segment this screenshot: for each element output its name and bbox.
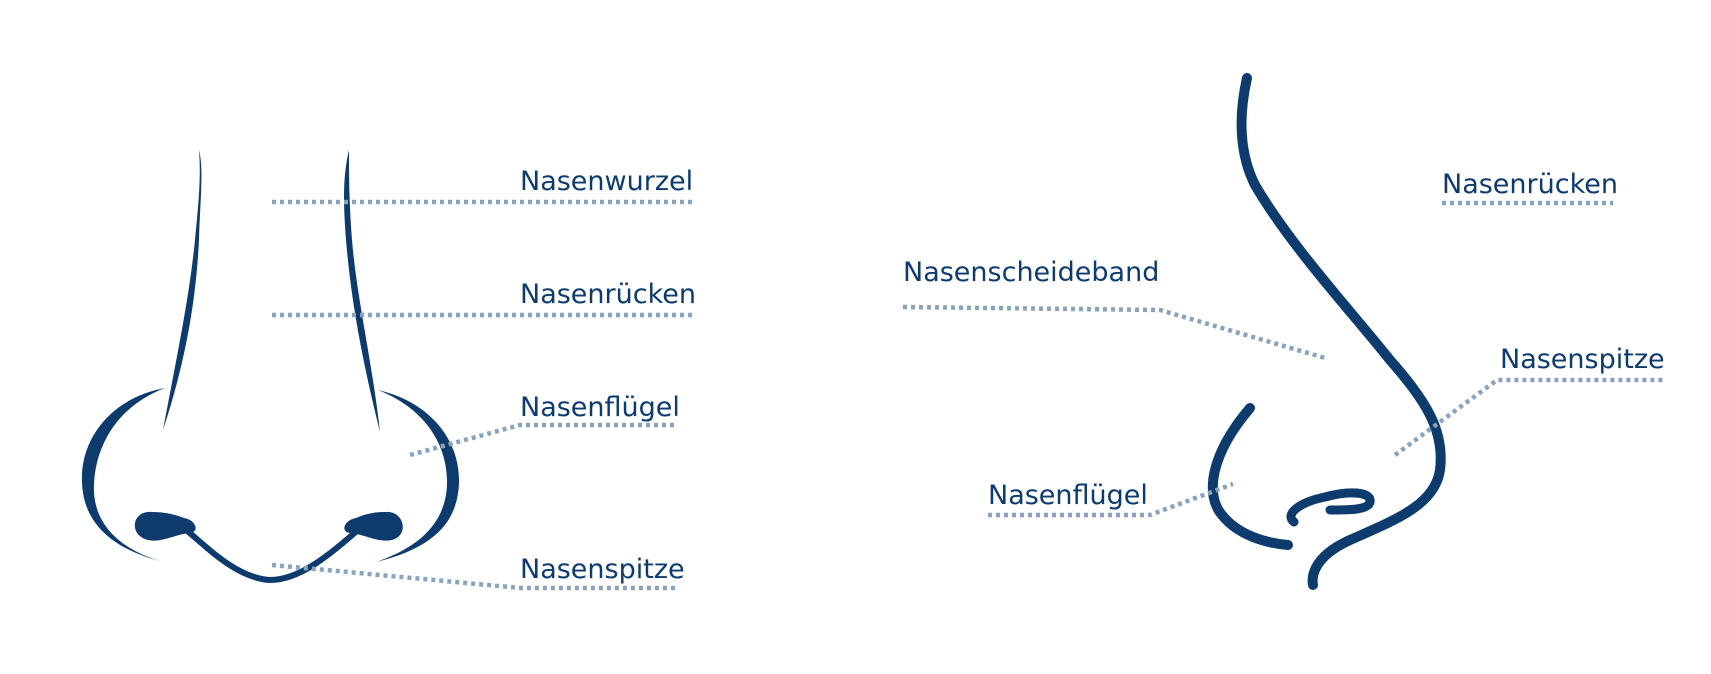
front-nostril-left — [134, 511, 196, 541]
label-front-bridge: Nasenrücken — [520, 279, 696, 310]
leader-side-septum — [902, 304, 1326, 361]
front-wing-left-outline — [81, 388, 165, 562]
side-view-leaders — [902, 200, 1663, 518]
side-profile-outline — [1236, 73, 1446, 590]
label-front-root: Nasenwurzel — [520, 166, 693, 197]
front-bridge-right-outline — [344, 150, 380, 432]
front-wing-right-outline — [376, 390, 460, 562]
label-side-wing: Nasenflügel — [988, 480, 1148, 511]
front-view-nose — [81, 150, 460, 583]
front-view-labels: Nasenwurzel Nasenrücken Nasenflügel Nase… — [520, 166, 696, 585]
leader-front-tip — [271, 562, 675, 591]
leader-side-wing — [988, 481, 1234, 518]
label-front-tip: Nasenspitze — [520, 554, 685, 585]
label-front-wing: Nasenflügel — [520, 392, 680, 423]
side-view-nose — [1207, 73, 1446, 590]
side-wing-outline — [1207, 403, 1293, 550]
label-side-tip: Nasenspitze — [1500, 344, 1665, 375]
front-view-leaders — [271, 199, 694, 591]
side-nostril — [1286, 488, 1375, 527]
front-nostril-right — [344, 511, 403, 541]
side-view-labels: Nasenrücken Nasenscheideband Nasenspitze… — [903, 169, 1665, 511]
leader-front-wing — [409, 422, 675, 458]
front-bridge-left-outline — [163, 150, 202, 430]
label-side-bridge: Nasenrücken — [1442, 169, 1618, 200]
front-tip-outline — [175, 515, 375, 583]
label-side-septum: Nasenscheideband — [903, 257, 1159, 288]
leader-side-tip — [1393, 377, 1663, 457]
